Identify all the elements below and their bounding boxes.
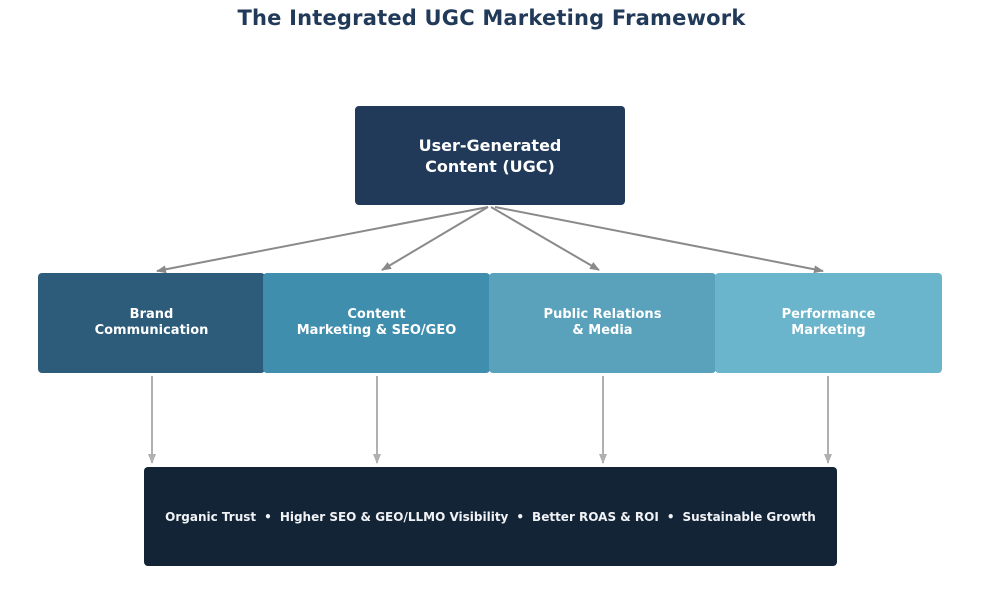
ugc-root-box: User-Generated Content (UGC)	[355, 106, 625, 205]
outcome-item: Sustainable Growth	[682, 509, 816, 524]
arrow-root-to-performance	[494, 206, 824, 274]
outcome-separator: •	[666, 509, 675, 524]
outcome-item: Higher SEO & GEO/LLMO Visibility	[279, 509, 509, 524]
outcome-item: Organic Trust	[165, 509, 257, 524]
pillar-performance-marketing: Performance Marketing	[715, 273, 942, 373]
pillar-label-line-1: Performance	[781, 307, 876, 322]
outcome-item: Better ROAS & ROI	[532, 509, 659, 524]
page-title: The Integrated UGC Marketing Framework	[237, 6, 746, 30]
pillar-public-relations: Public Relations & Media	[489, 273, 716, 373]
root-line-2: Content (UGC)	[425, 156, 555, 176]
pillar-label-line-2: Marketing & SEO/GEO	[296, 323, 457, 338]
pillar-label-line-2: & Media	[572, 323, 633, 338]
pillar-label-line-2: Marketing	[791, 323, 866, 338]
pillar-label-line-1: Content	[347, 307, 406, 322]
arrow-root-to-pr	[490, 206, 600, 271]
pillar-label-line-1: Public Relations	[543, 307, 662, 322]
pillar-label-line-1: Brand	[129, 307, 174, 322]
outcomes-box: Organic Trust • Higher SEO & GEO/LLMO Vi…	[144, 467, 837, 566]
pillar-content-marketing: Content Marketing & SEO/GEO	[263, 273, 490, 373]
outcome-separator: •	[516, 509, 525, 524]
root-line-1: User-Generated	[418, 135, 562, 155]
outcome-separator: •	[264, 509, 272, 524]
pillar-label-line-2: Communication	[94, 323, 209, 338]
arrow-root-to-content	[381, 206, 489, 271]
pillar-brand-communication: Brand Communication	[38, 273, 265, 373]
arrow-root-to-brand	[156, 206, 489, 274]
